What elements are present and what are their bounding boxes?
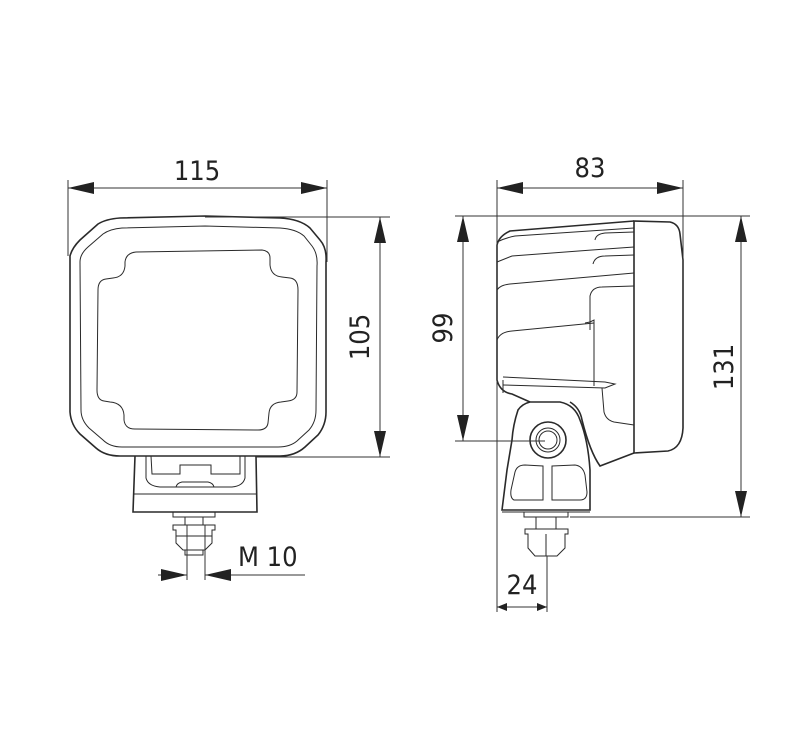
thread-dimension-label: M 10 — [238, 542, 298, 573]
front-rim — [79, 225, 318, 448]
side-bolt — [523, 511, 569, 557]
bolt-offset-dimension-label: 24 — [507, 570, 538, 601]
thread-dimension: M 10 — [158, 525, 305, 581]
front-housing-outline — [69, 215, 327, 457]
depth-dimension: 83 — [496, 153, 684, 612]
side-front-face — [633, 220, 684, 454]
pivot-height-dimension: 99 — [428, 215, 750, 442]
bolt-offset-dimension: 24 — [497, 556, 548, 612]
side-view: 83 99 131 24 — [428, 153, 750, 612]
total-height-dimension: 131 — [570, 216, 750, 518]
pivot-height-dimension-label: 99 — [428, 313, 459, 344]
total-height-dimension-label: 131 — [709, 344, 740, 390]
side-mount-bracket — [501, 401, 591, 513]
height-dimension-label: 105 — [345, 314, 376, 360]
side-housing — [496, 220, 635, 467]
front-bolt — [172, 511, 216, 556]
front-mount-bracket — [132, 455, 258, 513]
width-dimension: 115 — [67, 156, 328, 262]
side-housing-details — [496, 227, 635, 426]
pivot-knob — [529, 421, 567, 459]
height-dimension: 105 — [205, 216, 390, 458]
width-dimension-label: 115 — [174, 156, 220, 187]
depth-dimension-label: 83 — [575, 153, 606, 184]
front-view: 115 105 M 10 — [67, 156, 390, 581]
front-lens — [96, 249, 299, 431]
